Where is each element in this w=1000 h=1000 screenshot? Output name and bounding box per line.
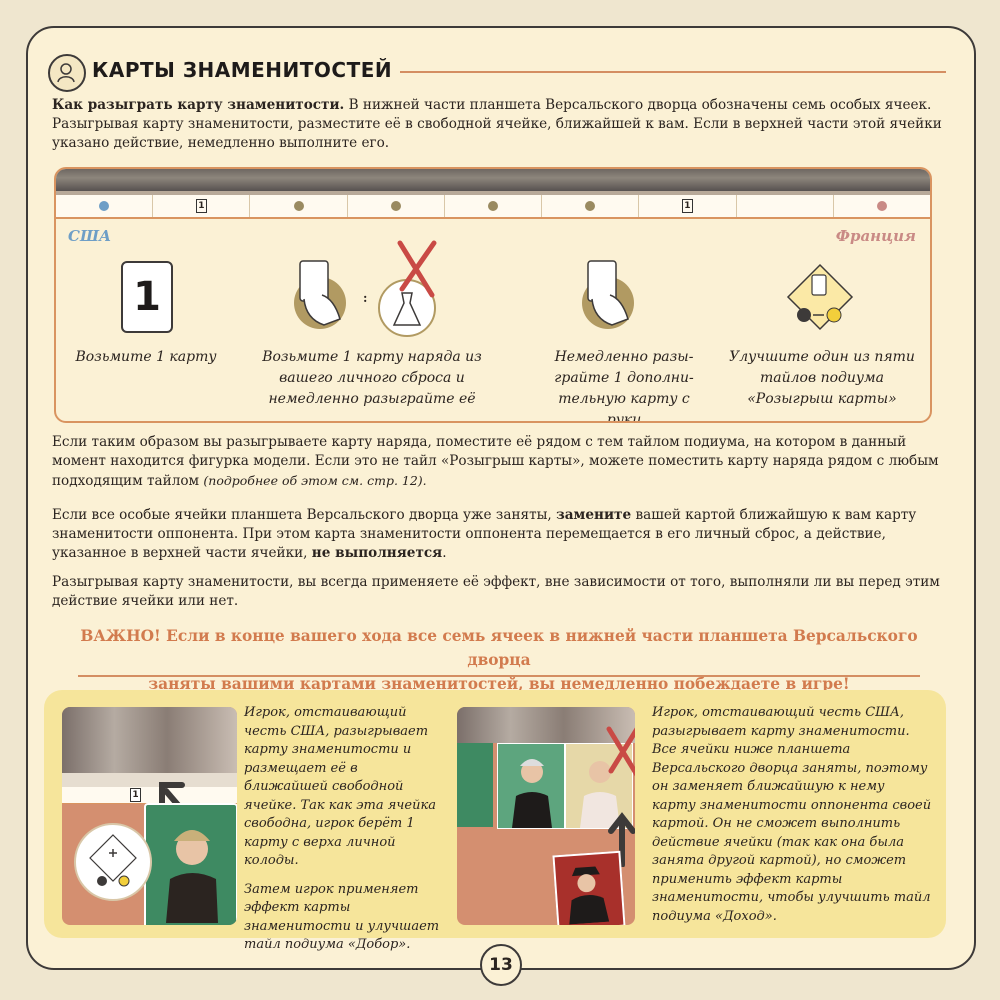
replace-paragraph: Если все особые ячейки планшета Версальс… bbox=[52, 507, 917, 561]
important-rule bbox=[78, 675, 920, 677]
replace-arrow-icon bbox=[608, 812, 635, 867]
palace-board-diagram: 1 1 США Франция 1 : Возьмите 1 карту Воз… bbox=[54, 167, 932, 423]
page-number: 13 bbox=[480, 944, 522, 986]
slot-upgrade bbox=[348, 195, 445, 217]
colon-separator: : bbox=[363, 291, 368, 305]
slot-play-extra bbox=[445, 195, 543, 217]
cross-mark-icon bbox=[397, 240, 437, 298]
header-rule bbox=[400, 71, 946, 73]
palace-facade-strip bbox=[56, 169, 930, 191]
slot-usa-end bbox=[56, 195, 154, 217]
celebrity-card-player bbox=[552, 850, 626, 925]
celebrity-portrait-icon bbox=[48, 54, 86, 92]
upgrade-tile-zoom bbox=[74, 823, 152, 901]
special-slots-row: 1 1 bbox=[56, 195, 930, 219]
example1-illustration: 1 bbox=[62, 707, 237, 925]
example1-text: Игрок, отстаивающий честь США, разыгрыва… bbox=[244, 705, 440, 952]
caption-upgrade-tile: Улучшите один из пяти тайлов подиума «Ро… bbox=[729, 349, 915, 407]
example2-illustration bbox=[457, 707, 635, 925]
example2-text: Игрок, отстаивающий честь США, разыгрыва… bbox=[652, 705, 932, 924]
celebrity-card bbox=[144, 803, 237, 925]
draw-card-icon: 1 bbox=[121, 261, 173, 333]
slot-draw-card-2: 1 bbox=[639, 195, 737, 217]
caption-play-extra: Немедленно разы-гpайте 1 дополни-тельную… bbox=[554, 349, 694, 423]
play-extra-card-icon bbox=[582, 260, 634, 329]
effect-paragraph: Разыгрывая карту знаменитости, вы всегда… bbox=[52, 574, 940, 609]
slot-outfit-discard-2 bbox=[542, 195, 640, 217]
outfit-dress-icon bbox=[378, 279, 436, 337]
intro-paragraph: Как разыграть карту знаменитости. В нижн… bbox=[52, 97, 942, 151]
caption-draw-card: Возьмите 1 карту bbox=[75, 349, 217, 365]
celebrity-card-opponent-1 bbox=[457, 743, 493, 827]
slot-draw-card: 1 bbox=[153, 195, 251, 217]
upgrade-tile-icon bbox=[786, 263, 854, 331]
page-title: КАРТЫ ЗНАМЕНИТОСТЕЙ bbox=[92, 58, 393, 82]
slot-empty bbox=[737, 195, 834, 217]
caption-outfit-discard: Возьмите 1 карту наряда из вашего личног… bbox=[262, 349, 482, 407]
slot-france-end bbox=[834, 195, 930, 217]
usa-label: США bbox=[68, 227, 112, 245]
section-header: КАРТЫ ЗНАМЕНИТОСТЕЙ bbox=[48, 54, 948, 92]
slot-outfit-discard bbox=[250, 195, 348, 217]
hand-card-icon bbox=[294, 260, 346, 329]
cross-mark-icon-2 bbox=[606, 726, 635, 777]
important-note: ВАЖНО! Если в конце вашего хода все семь… bbox=[80, 627, 918, 693]
outfit-paragraph: Если таким образом вы разыгрываете карту… bbox=[52, 434, 939, 489]
france-label: Франция bbox=[835, 227, 916, 245]
celebrity-card-opponent-2 bbox=[497, 743, 565, 829]
